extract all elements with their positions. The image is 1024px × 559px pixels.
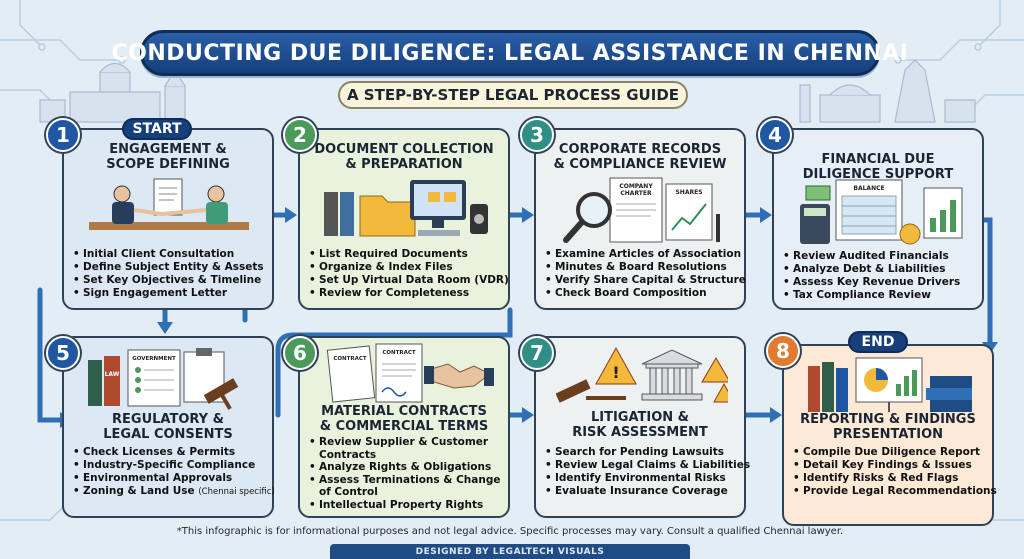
step-title: LITIGATION & RISK ASSESSMENT	[572, 410, 708, 440]
binder-icon	[324, 192, 338, 236]
svg-text:GOVERNMENT: GOVERNMENT	[132, 356, 176, 362]
regulatory-illustration: LAW GOVERNMENT	[88, 348, 239, 410]
gavel-icon	[556, 379, 591, 403]
lawyer-figure	[113, 185, 131, 203]
warning-icon	[713, 382, 728, 403]
financial-illustration: BALANCE	[800, 179, 963, 245]
step-card-3: CORPORATE RECORDS & COMPLIANCE REVIEW CO…	[534, 128, 746, 310]
step-number-badge-5: 5	[46, 336, 80, 370]
page-title: CONDUCTING DUE DILIGENCE: LEGAL ASSISTAN…	[112, 30, 908, 76]
chennai-skyline-right	[799, 59, 976, 123]
step-bullets: Review Audited Financials Analyze Debt &…	[782, 250, 978, 302]
desk	[89, 222, 249, 230]
step-card-8: REPORTING & FINDINGS PRESENTATION Compil…	[782, 344, 997, 526]
step-title: DOCUMENT COLLECTION & PREPARATION	[314, 142, 494, 172]
step-card-7: ! LITIGATION & RISK ASSESSMENT Search fo…	[534, 336, 750, 518]
step-bullets: Check Licenses & Permits Industry-Specif…	[72, 446, 275, 499]
corporate-records-illustration: COMPANY CHARTER SHARES	[563, 177, 720, 243]
document-collection-illustration	[324, 180, 488, 237]
client-figure	[207, 185, 225, 203]
step-number-badge-2: 2	[283, 118, 317, 152]
step-title: REGULATORY & LEGAL CONSENTS	[103, 412, 233, 442]
step-number-badge-7: 7	[520, 336, 554, 370]
cash-icon	[805, 185, 831, 201]
svg-text:CONTRACT: CONTRACT	[333, 356, 367, 362]
svg-text:!: !	[612, 363, 619, 382]
svg-text:BALANCE: BALANCE	[853, 185, 884, 192]
start-label: START	[122, 118, 192, 140]
shares-document	[665, 183, 713, 241]
step-bullets: Review Supplier & Customer Contracts Ana…	[308, 436, 504, 511]
warning-icon	[701, 357, 728, 383]
handshake-icon	[133, 208, 207, 217]
svg-text:CHARTER: CHARTER	[620, 190, 652, 197]
svg-text:COMPANY: COMPANY	[619, 183, 653, 190]
folder-icon	[359, 195, 416, 237]
contract-document	[326, 345, 376, 403]
step-card-1: ENGAGEMENT & SCOPE DEFINING Initial Clie…	[62, 128, 274, 310]
designer-credit: DESIGNED BY LEGALTECH VISUALS	[330, 544, 690, 559]
page-subtitle: A STEP-BY-STEP LEGAL PROCESS GUIDE	[338, 81, 688, 109]
step-card-5: LAW GOVERNMENT REGULATORY & LEGAL CONSEN…	[62, 336, 275, 518]
step-number-badge-3: 3	[520, 118, 554, 152]
litigation-illustration: !	[556, 346, 728, 403]
step-number-badge-4: 4	[758, 118, 792, 152]
disclaimer-text: *This infographic is for informational p…	[176, 526, 844, 537]
handshake-icon	[427, 363, 491, 389]
step-title: FINANCIAL DUE DILIGENCE SUPPORT	[802, 152, 954, 182]
courthouse-icon	[641, 349, 703, 365]
report-book-icon	[930, 376, 972, 388]
step-bullets: List Required Documents Organize & Index…	[308, 248, 509, 300]
reporting-illustration	[808, 357, 972, 412]
pen-icon	[716, 214, 720, 242]
step-card-4: FINANCIAL DUE DILIGENCE SUPPORT BALANCE …	[772, 128, 984, 310]
step-title: MATERIAL CONTRACTS & COMMERCIAL TERMS	[319, 404, 489, 434]
step-number-badge-1: 1	[46, 118, 80, 152]
step-title: REPORTING & FINDINGS PRESENTATION	[800, 412, 976, 442]
chennai-skyline-left	[39, 62, 186, 123]
step-title: CORPORATE RECORDS & COMPLIANCE REVIEW	[553, 142, 727, 172]
step-bullets: Initial Client Consultation Define Subje…	[72, 248, 268, 300]
svg-text:SHARES: SHARES	[675, 189, 702, 196]
step-card-2: DOCUMENT COLLECTION & PREPARATION List R…	[298, 128, 510, 310]
law-book-icon	[88, 360, 102, 406]
step-number-badge-8: 8	[766, 334, 800, 368]
report-book-icon	[808, 366, 820, 412]
magnifying-glass-icon	[576, 192, 612, 228]
contract-document	[375, 343, 423, 403]
step-bullets: Examine Articles of Association Minutes …	[544, 248, 746, 300]
document-icon	[153, 178, 183, 216]
svg-text:CONTRACT: CONTRACT	[382, 350, 416, 356]
step-bullets: Search for Pending Lawsuits Review Legal…	[544, 446, 750, 498]
contracts-illustration: CONTRACT CONTRACT	[326, 343, 494, 403]
keyboard-icon	[418, 230, 460, 236]
step-bullets: Compile Due Diligence Report Detail Key …	[792, 446, 997, 498]
step-number-badge-6: 6	[283, 336, 317, 370]
client-meeting-illustration	[89, 178, 249, 230]
svg-text:LAW: LAW	[105, 371, 120, 378]
end-label: END	[848, 331, 908, 353]
step-card-6: CONTRACT CONTRACT MATERIAL CONTRACTS & C…	[298, 336, 510, 518]
signature-mark	[381, 387, 407, 397]
step-title: ENGAGEMENT & SCOPE DEFINING	[106, 142, 230, 172]
coin-icon	[899, 223, 921, 245]
gavel-icon	[203, 378, 239, 404]
warning-icon	[595, 346, 637, 385]
